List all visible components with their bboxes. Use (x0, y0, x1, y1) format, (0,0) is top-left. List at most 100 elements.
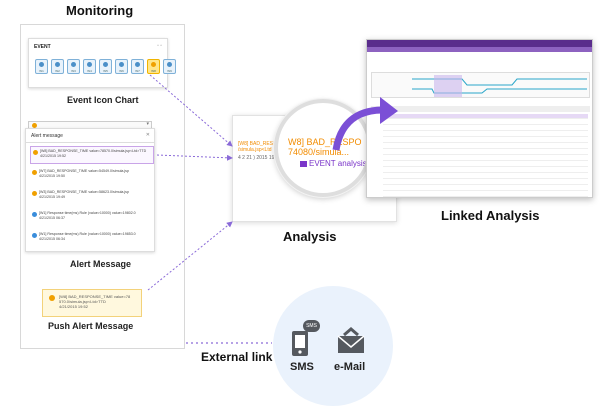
push-alert-time: 4/21/2015 19:52 (59, 304, 88, 309)
event-icon-label: W9 (167, 69, 172, 73)
linked-table-row[interactable] (383, 138, 588, 143)
linked-table-row[interactable] (383, 144, 588, 149)
event-icon-label: W5 (103, 69, 108, 73)
linked-table-row[interactable] (383, 180, 588, 185)
event-icon-w6[interactable]: W6 (115, 59, 128, 74)
window-titlebar (367, 40, 592, 47)
alert-time: 4/21/2015 06:34 (39, 237, 65, 241)
email-label[interactable]: e-Mail (334, 361, 366, 373)
alert-time: 4/21/2015 19:50 (39, 174, 65, 178)
linked-table-row[interactable] (383, 120, 588, 125)
analysis-heading: Analysis (283, 229, 337, 244)
sms-phone-icon (291, 326, 313, 356)
alert-level-dot (32, 191, 37, 196)
envelope-flap (337, 335, 365, 348)
linked-table-row[interactable] (383, 168, 588, 173)
linked-table-row[interactable] (383, 132, 588, 137)
linked-table-row[interactable] (383, 156, 588, 161)
event-icon-label: W3 (71, 69, 76, 73)
push-alert-line1: [W8] BAD_RESPONSE_TIME value=78 (59, 294, 131, 299)
push-alert-caption: Push Alert Message (48, 321, 134, 331)
event-icon-label: W8 (151, 69, 156, 73)
alert-message-text: [W1] Response time(ms) Rule (value>10000… (39, 232, 136, 236)
event-icon-w2[interactable]: W2 (51, 59, 64, 74)
event-icon-label: W7 (135, 69, 140, 73)
alert-item-text: [W8] BAD_RESPONSE_TIME value=78570.0/sim… (40, 149, 151, 159)
linked-table-row[interactable] (383, 174, 588, 179)
push-alert-line2: 570.0/simula.jsp<Ltd>TTD (59, 299, 106, 304)
alert-item-text: [W7] BAD_RESPONSE_TIME value=54549.0/sim… (39, 169, 152, 179)
analysis-line1: [W8] BAD_RESP (238, 141, 277, 147)
external-link-heading: External link (201, 350, 273, 364)
event-icon-w7[interactable]: W7 (131, 59, 144, 74)
alert-list-item[interactable]: [W8] BAD_RESPONSE_TIME value=78570.0/sim… (30, 146, 154, 164)
phone-svg (292, 331, 308, 356)
linked-table-row[interactable] (383, 192, 588, 197)
timeline-chart (371, 72, 590, 98)
alert-list-item[interactable]: [W7] BAD_RESPONSE_TIME value=54549.0/sim… (30, 167, 154, 185)
linked-table-row[interactable] (383, 126, 588, 131)
analysis-line2: /simula.jsp<Ltd (238, 147, 272, 153)
alert-time: 4/21/2015 06:37 (39, 216, 65, 220)
envelope-svg (337, 327, 365, 353)
magnifier-lens: W8] BAD_RESPO 74080/simula... EVENT anal… (274, 99, 372, 197)
event-icon-w5[interactable]: W5 (99, 59, 112, 74)
alert-message-text: [W7] BAD_RESPONSE_TIME value=54549.0/sim… (39, 169, 129, 173)
event-icon-label: W6 (119, 69, 124, 73)
alert-time: 4/21/2015 19:52 (40, 154, 66, 158)
linked-analysis-window (366, 39, 593, 198)
lens-alert-line1: W8] BAD_RESPO (288, 137, 362, 147)
alert-list-item[interactable]: [W1] Response time(ms) Rule (value>10000… (30, 209, 154, 227)
alert-level-dot (32, 170, 37, 175)
monitoring-heading: Monitoring (66, 3, 134, 18)
table-header (371, 106, 590, 112)
alert-list-item[interactable]: [W1] Response time(ms) Rule (value>10000… (30, 230, 154, 248)
phone-button (298, 350, 302, 354)
linked-table-row[interactable] (383, 186, 588, 191)
event-analysis-label: EVENT analysis (309, 159, 367, 168)
event-chart-title: EVENT (34, 44, 51, 50)
event-icon-w3[interactable]: W3 (67, 59, 80, 74)
event-icon-label: W2 (55, 69, 60, 73)
dropdown-dot (32, 123, 37, 128)
chevron-down-icon: ▾ (146, 121, 149, 127)
event-icon-w9[interactable]: W9 (163, 59, 176, 74)
envelope-arrow (343, 327, 359, 337)
alert-message-text: [W1] Response time(ms) Rule (value>10000… (39, 211, 136, 215)
sms-badge: SMS (303, 320, 320, 332)
email-icon (336, 327, 368, 360)
event-icon-w4[interactable]: W4 (83, 59, 96, 74)
event-icon-w1[interactable]: W1 (35, 59, 48, 74)
linked-table-row[interactable] (383, 150, 588, 155)
alert-level-dot (32, 212, 37, 217)
alert-level-dot (33, 150, 38, 155)
linked-table-row[interactable] (383, 114, 588, 119)
timeline-highlight (434, 75, 462, 97)
sms-label[interactable]: SMS (290, 361, 314, 373)
warning-icon (49, 295, 55, 301)
linked-table-row[interactable] (383, 162, 588, 167)
event-icon-w8[interactable]: W8 (147, 59, 160, 74)
close-icon[interactable]: ✕ (145, 132, 150, 138)
alert-item-text: [W1] Response time(ms) Rule (value>10000… (39, 211, 152, 221)
alert-message-panel: Alert message ✕ [W8] BAD_RESPONSE_TIME v… (25, 128, 155, 252)
alert-item-text: [W1] Response time(ms) Rule (value>10000… (39, 232, 152, 242)
alert-list-item[interactable]: [W3] BAD_RESPONSE_TIME value=58623.0/sim… (30, 188, 154, 206)
push-alert-card[interactable]: [W8] BAD_RESPONSE_TIME value=78 570.0/si… (42, 289, 142, 317)
window-tabbar (367, 47, 592, 52)
linked-analysis-heading: Linked Analysis (441, 208, 540, 223)
timeline-lines (412, 75, 587, 97)
alert-panel-title: Alert message (26, 129, 154, 143)
event-analysis-link[interactable]: EVENT analysis (300, 159, 367, 168)
alert-message-text: [W8] BAD_RESPONSE_TIME value=78570.0/sim… (40, 149, 147, 153)
lens-alert-line2: 74080/simula... (288, 147, 350, 157)
alert-message-caption: Alert Message (70, 259, 132, 269)
alert-level-dot (32, 233, 37, 238)
analysis-time: 4 2 21 ) 2015 19:52 (238, 155, 282, 161)
push-alert-text: [W8] BAD_RESPONSE_TIME value=78 570.0/si… (59, 294, 130, 309)
phone-screen (295, 335, 305, 348)
event-icon-label: W1 (39, 69, 44, 73)
envelope-body (338, 336, 364, 353)
